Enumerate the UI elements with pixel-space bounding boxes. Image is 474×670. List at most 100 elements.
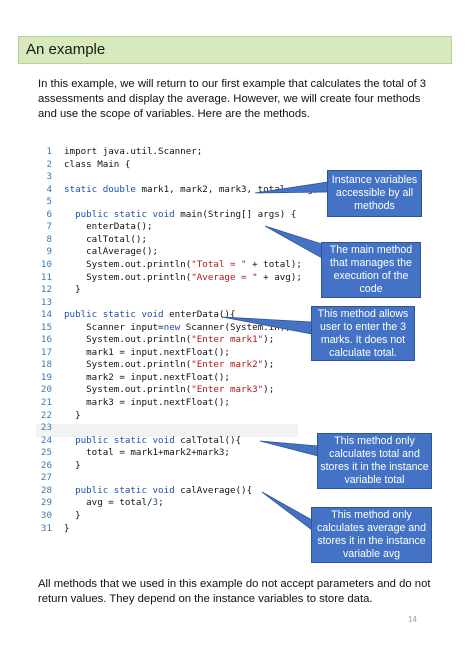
code-token: class Main { xyxy=(64,158,131,170)
code-text: import java.util.Scanner; xyxy=(64,146,202,157)
code-keyword: new xyxy=(163,321,181,333)
line-number: 31 xyxy=(40,522,52,534)
line-number: 3 xyxy=(46,171,52,183)
code-keyword: static double xyxy=(64,183,136,195)
callout-cal-average: This method only calculates average and … xyxy=(311,507,432,563)
pointer-enter-data xyxy=(221,316,313,335)
code-text: public static void enterData(){ xyxy=(64,309,236,320)
line-number: 2 xyxy=(46,158,52,170)
code-token: total = mark1+mark2+mark3; xyxy=(64,447,230,459)
callout-line: variable total xyxy=(344,474,405,486)
line-number: 28 xyxy=(40,484,52,496)
callout-line: code xyxy=(359,283,383,295)
code-token: calAverage(){ xyxy=(174,484,253,496)
callout-line: variable avg xyxy=(342,548,401,560)
line-number: 8 xyxy=(46,233,52,245)
code-token: } xyxy=(64,509,81,521)
pointer-cal-average xyxy=(261,491,313,531)
code-token: System.out.println( xyxy=(64,359,192,371)
line-number: 6 xyxy=(46,208,52,220)
pointer-cal-total xyxy=(259,440,319,457)
code-text: Scanner input=new Scanner(System.in); xyxy=(64,322,291,333)
line-number: 9 xyxy=(46,246,52,258)
code-token: System.out.println( xyxy=(64,384,192,396)
code-token: Scanner(System.in); xyxy=(180,321,291,333)
code-token: + total); xyxy=(246,258,302,270)
code-token: } xyxy=(64,522,70,534)
code-text: } xyxy=(64,410,81,421)
line-number: 22 xyxy=(40,409,52,421)
code-token: enterData(){ xyxy=(163,309,236,321)
code-keyword: public static void xyxy=(75,434,175,446)
callout-cal-total: This method only calculates total and st… xyxy=(317,433,432,489)
code-text: calTotal(); xyxy=(64,234,147,245)
code-text: System.out.println("Enter mark3"); xyxy=(64,384,274,395)
code-keyword: 3 xyxy=(152,497,159,509)
pointer-main-method xyxy=(264,225,323,259)
line-number: 20 xyxy=(40,384,52,396)
line-number: 30 xyxy=(40,509,52,521)
line-number: 17 xyxy=(40,346,52,358)
code-text: System.out.println("Enter mark1"); xyxy=(64,334,274,345)
code-token: } xyxy=(64,409,81,421)
code-token: import java.util.Scanner; xyxy=(64,146,203,157)
callout-line: user to enter the 3 xyxy=(320,320,406,333)
line-number: 16 xyxy=(40,334,52,346)
callout-line: marks. It does not xyxy=(320,333,406,346)
section-heading-banner: An example xyxy=(18,36,452,64)
code-token: ); xyxy=(263,359,275,371)
page-number: 14 xyxy=(408,615,417,624)
code-text: } xyxy=(64,284,81,295)
code-string: "Enter mark1" xyxy=(191,334,264,346)
code-token: } xyxy=(64,284,81,296)
line-number: 26 xyxy=(40,459,52,471)
line-number: 27 xyxy=(40,472,52,484)
code-token: main(String[] args) { xyxy=(174,208,297,220)
line-number: 15 xyxy=(40,321,52,333)
code-token: calTotal(); xyxy=(64,233,147,245)
code-token: System.out.println( xyxy=(64,334,192,346)
code-text: public static void main(String[] args) { xyxy=(64,209,296,220)
callout-main-method: The main method that manages the executi… xyxy=(321,242,421,298)
code-text: class Main { xyxy=(64,159,130,170)
line-number: 12 xyxy=(40,284,52,296)
code-token: ); xyxy=(263,334,275,346)
code-string: "Total = " xyxy=(191,258,247,270)
code-token: + avg); xyxy=(257,271,302,283)
line-number: 4 xyxy=(46,183,52,195)
code-token: Scanner input= xyxy=(64,321,164,333)
code-string: "Average = " xyxy=(191,271,258,283)
code-text: System.out.println("Total = " + total); xyxy=(64,259,302,270)
code-token: ); xyxy=(263,384,275,396)
code-token: mark2 = input.nextFloat(); xyxy=(64,371,230,383)
code-text: System.out.println("Enter mark2"); xyxy=(64,359,274,370)
code-line-highlight xyxy=(36,424,298,437)
code-token: mark3 = input.nextFloat(); xyxy=(64,397,230,408)
code-text: mark3 = input.nextFloat(); xyxy=(64,397,230,408)
code-token: mark1 = input.nextFloat(); xyxy=(64,346,230,358)
code-string: "Enter mark3" xyxy=(191,384,264,396)
callout-enter-data: This method allows user to enter the 3 m… xyxy=(311,306,415,361)
code-token: calAverage(); xyxy=(64,246,159,258)
code-text: total = mark1+mark2+mark3; xyxy=(64,447,230,458)
code-keyword: public static void xyxy=(75,484,175,496)
code-token: enterData(); xyxy=(64,221,153,233)
callout-line: accessible by all xyxy=(335,187,414,199)
code-string: "Enter mark2" xyxy=(191,359,264,371)
line-number: 10 xyxy=(40,258,52,270)
code-keyword: public static void xyxy=(75,208,175,220)
callout-line: The main method xyxy=(329,244,413,256)
line-number: 13 xyxy=(40,296,52,308)
line-number: 24 xyxy=(40,434,52,446)
code-token: System.out.println( xyxy=(64,258,192,270)
line-number: 7 xyxy=(46,221,52,233)
callout-instance-variables: Instance variables accessible by all met… xyxy=(327,170,422,217)
callout-line: This method allows xyxy=(317,307,409,320)
callout-line: calculate total. xyxy=(329,346,397,359)
callout-line: This method only xyxy=(334,435,415,447)
pointer-instance-vars xyxy=(254,181,329,194)
callout-line: execution of the xyxy=(333,270,409,282)
callout-line: calculates average and xyxy=(317,522,426,534)
line-number: 25 xyxy=(40,447,52,459)
